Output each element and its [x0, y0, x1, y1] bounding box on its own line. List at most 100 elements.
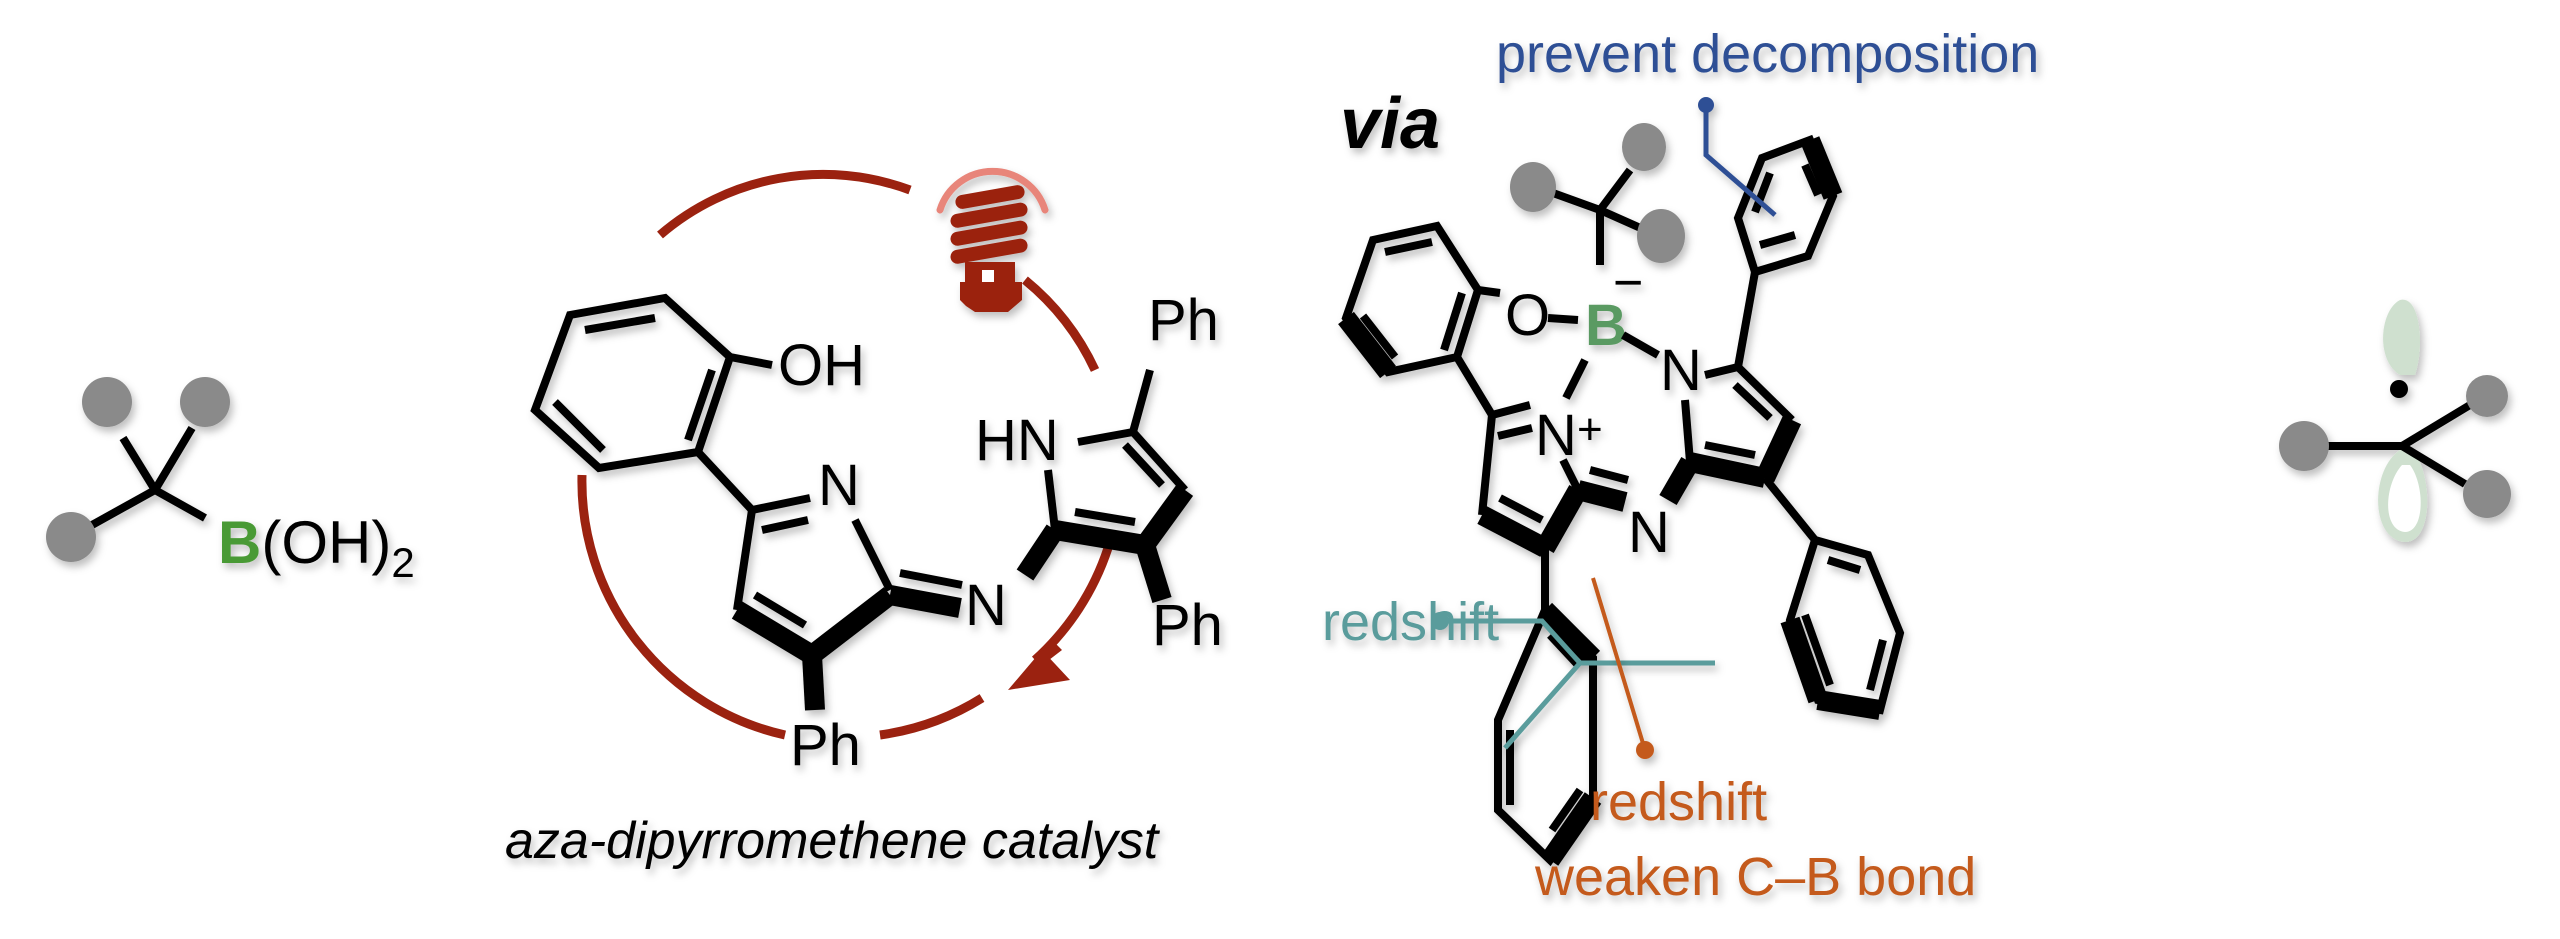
bond [151, 425, 196, 493]
bond [1453, 354, 1496, 418]
bold-bond [1575, 480, 1628, 512]
bond [1681, 399, 1694, 463]
bond [1477, 286, 1501, 297]
bond [1077, 428, 1134, 446]
double-bond [1122, 442, 1165, 488]
bulb-coil [950, 202, 1028, 228]
cycle-arc [657, 169, 912, 239]
bold-bond [1016, 524, 1064, 581]
alkylboronic-acid: B(OH)2 [46, 377, 415, 586]
catalytic-cycle [577, 167, 1113, 740]
prevent-decomposition-text: prevent decomposition [1496, 24, 2039, 84]
double-bond [1758, 231, 1797, 249]
bold-bond [805, 587, 897, 663]
bold-bond [1135, 542, 1172, 603]
double-bond [752, 591, 808, 629]
hydroxyl-group: (OH) [261, 509, 391, 576]
substituent-ball [180, 377, 230, 427]
boron-label: B [1585, 293, 1627, 358]
bold-bond [888, 585, 962, 618]
double-bond [684, 368, 716, 442]
bond [1598, 206, 1647, 234]
bond [2399, 442, 2468, 488]
bond [1735, 364, 1795, 423]
substituent-ball [1510, 162, 1556, 212]
cycle-arrowhead [1008, 640, 1070, 690]
bond [1478, 414, 1496, 516]
weaken-bond-text: weaken C–B bond [1534, 847, 1976, 907]
aza-dipyrromethene-catalyst: OH N Ph N HN Ph Ph [530, 288, 1223, 778]
cycle-arc [1022, 276, 1100, 372]
bond [851, 518, 894, 592]
bold-bond [1659, 456, 1699, 506]
oxygen-label: O [1505, 283, 1550, 348]
substituent-ball [82, 377, 132, 427]
bold-bond [731, 601, 818, 664]
substituent-ball [2466, 375, 2508, 417]
bond [729, 353, 773, 369]
cycle-arc [1031, 546, 1113, 664]
bulb-coil [950, 238, 1028, 264]
double-bond [1588, 466, 1630, 484]
double-bond [1801, 163, 1822, 197]
alkyl-radical [2279, 299, 2511, 542]
imine-n-label: N [818, 453, 860, 518]
bold-bond [1687, 452, 1768, 488]
bond [2399, 401, 2473, 450]
radical-electron-dot [2390, 380, 2408, 398]
bond [1490, 401, 1532, 419]
bond [1704, 363, 1739, 379]
double-bond [584, 314, 656, 334]
bond [1551, 189, 1602, 214]
double-bond [1547, 632, 1581, 668]
bulb-base [960, 262, 1022, 312]
double-bond [1826, 556, 1862, 574]
p-orbital-upper-lobe [2383, 299, 2420, 375]
bold-bond [1800, 136, 1843, 200]
bulb-coil [955, 185, 1025, 209]
phenyl-label-bottom: Ph [790, 713, 861, 778]
substituent-ball [46, 512, 96, 562]
bond [119, 435, 159, 493]
double-bond [1801, 613, 1834, 687]
cycle-arc [879, 694, 985, 740]
bond [1761, 475, 1819, 543]
pointer-dot [1636, 741, 1654, 759]
catalyst-caption: aza-dipyrromethene catalyst [505, 812, 1161, 870]
hydroxyl-label: OH [778, 333, 865, 398]
n-right-label: N [1660, 338, 1702, 403]
bold-bond [1536, 485, 1587, 553]
double-bond [1866, 638, 1887, 692]
double-bond [1732, 382, 1773, 421]
pointer-line [1703, 105, 1777, 217]
bond [1130, 429, 1188, 493]
boron-ate-complex: O B − N + N N [1338, 123, 1905, 867]
phenyl-label-right: Ph [1152, 593, 1223, 658]
double-bond [1440, 291, 1466, 352]
n-bridge-label: N [1628, 500, 1670, 565]
bond [695, 449, 755, 513]
double-bond [1359, 313, 1399, 360]
boron-symbol: B [218, 509, 261, 576]
bond [1547, 314, 1579, 324]
bold-bond [1338, 311, 1396, 379]
bond [1044, 469, 1059, 531]
bold-bond [1053, 520, 1147, 555]
pointer-line [1503, 661, 1582, 750]
double-bond [1498, 494, 1544, 524]
bond [733, 509, 756, 611]
bold-bond [1780, 616, 1828, 704]
bond [90, 486, 157, 529]
bond [1562, 358, 1589, 400]
pointer-line [1440, 618, 1715, 666]
bold-bond [1541, 792, 1602, 866]
double-bond [1074, 508, 1136, 526]
substituent-ball [2279, 421, 2329, 471]
bold-bond [802, 654, 825, 711]
via-label: via [1340, 84, 1440, 164]
bond [1596, 167, 1634, 213]
bond [751, 494, 811, 514]
pointer-line [1591, 577, 1647, 751]
double-bond [1704, 441, 1756, 459]
bond [1129, 368, 1154, 434]
